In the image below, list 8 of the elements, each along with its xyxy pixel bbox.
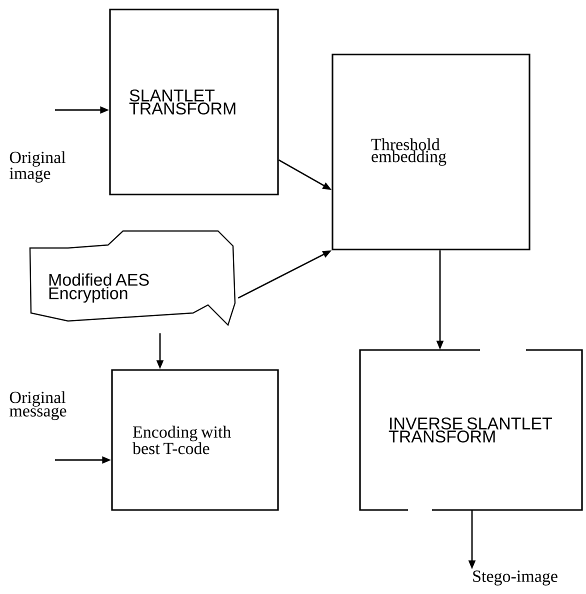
process-box: Threshold embedding — [332, 54, 530, 250]
process-box: Encoding with best T-code — [111, 369, 279, 511]
process-box: INVERSE SLANTLET TRANSFORM — [359, 349, 583, 511]
wavy-box: Modified AES Encryption — [29, 230, 236, 326]
output-text: Stego-image — [473, 570, 558, 586]
input-label: Original image — [10, 151, 66, 183]
process-box: SLANTLET TRANSFORM — [109, 8, 279, 196]
input-label: Original message — [10, 391, 66, 420]
